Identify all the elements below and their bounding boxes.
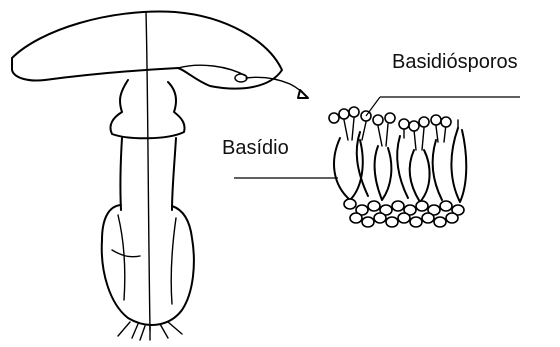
subhymenium-cells <box>344 199 464 227</box>
spore <box>385 113 395 123</box>
spore <box>373 115 383 125</box>
basidium-shape <box>410 150 430 202</box>
basidium-shape <box>451 128 466 202</box>
gill-detail-marker <box>235 74 247 82</box>
spore <box>441 117 451 127</box>
spore <box>349 107 359 117</box>
spore <box>431 115 441 125</box>
spore <box>339 109 349 119</box>
basidium-shape <box>397 136 408 198</box>
stem-center-line <box>146 12 150 330</box>
spore <box>399 119 409 129</box>
spore <box>329 113 339 123</box>
mushroom <box>12 12 308 340</box>
volva <box>102 205 194 325</box>
spore <box>409 121 419 131</box>
basidia-cluster <box>329 107 466 227</box>
label-basidium: Basídio <box>222 138 289 158</box>
basidium-shape <box>375 146 392 200</box>
basidium-shape <box>433 140 442 200</box>
spore <box>419 117 429 127</box>
stem <box>120 138 122 210</box>
spores-leader-tail <box>366 97 380 116</box>
label-basidiospores: Basidiósporos <box>392 52 518 72</box>
